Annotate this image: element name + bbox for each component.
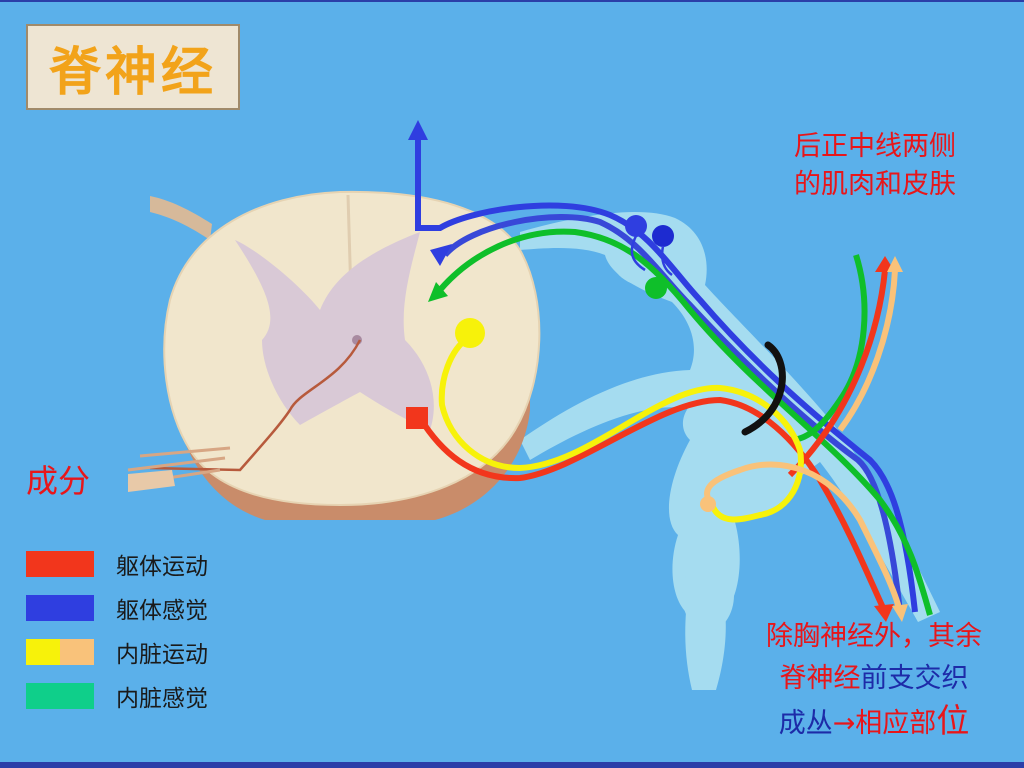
visceral-motor-postganglionic <box>704 461 903 613</box>
arrow-head-left-blue <box>430 244 452 266</box>
title-box: 脊神经 <box>26 24 240 110</box>
postganglionic-soma <box>700 496 716 512</box>
somatic-sensory-fibre-2 <box>442 214 903 613</box>
arrow-head-left-green <box>428 282 448 302</box>
components-label: 成分 <box>26 462 91 500</box>
visceral-motor-soma <box>455 318 485 348</box>
note-text-blue: 前支交织 <box>860 663 969 694</box>
legend-label: 躯体运动 <box>116 554 208 580</box>
anterior-branch-note-line-3: 成丛→相应部位 <box>728 700 1020 745</box>
visceral-sensory-fibre <box>437 228 933 616</box>
legend-item-visceral-motor: 内脏运动 <box>26 630 208 674</box>
arrow-head-up-orange <box>887 256 903 272</box>
nerve-sheath <box>520 212 940 690</box>
legend-swatch <box>26 683 94 709</box>
posterior-branch-note-line-1: 后正中线两侧 <box>794 131 956 162</box>
posterior-branch-note-line-2: 的肌肉和皮肤 <box>794 169 956 200</box>
internal-neuron-fibre <box>149 339 362 472</box>
arrow-head-down-red <box>874 604 894 622</box>
arrow-head-up <box>408 120 428 140</box>
bracket-marker <box>741 341 786 436</box>
legend-swatch <box>26 551 94 577</box>
slide-title: 脊神经 <box>48 41 217 103</box>
visceral-sensory-branch <box>789 254 868 443</box>
legend-item-somatic-sensory: 躯体感觉 <box>26 586 208 630</box>
legend-item-somatic-motor: 躯体运动 <box>26 542 208 586</box>
note-text-red: 脊神经 <box>779 663 861 694</box>
sensory-soma-2 <box>652 225 674 247</box>
sensory-soma-1 <box>625 215 647 237</box>
motor-neuron-soma <box>406 407 428 429</box>
legend-swatch <box>26 639 94 665</box>
somatic-sensory-fibre-1 <box>415 140 918 613</box>
legend-item-visceral-sensory: 内脏感觉 <box>26 674 208 718</box>
sympathetic-ganglion <box>682 559 734 631</box>
visceral-motor-branch <box>837 269 898 432</box>
anterior-branch-note: 除胸神经外，其余 脊神经前支交织 成丛→相应部位 <box>728 616 1020 745</box>
legend-label: 内脏运动 <box>116 642 208 668</box>
sensory-soma-3 <box>645 277 667 299</box>
visceral-motor-fibre <box>438 335 804 523</box>
spinal-cord-roots-left <box>150 196 212 240</box>
anterior-branch-note-line-2: 脊神经前支交织 <box>728 658 1020 700</box>
anterior-branch-note-line-1: 除胸神经外，其余 <box>766 621 982 652</box>
note-text-big: 位 <box>936 701 970 740</box>
grey-matter <box>235 232 434 430</box>
posterior-branch-note: 后正中线两侧 的肌肉和皮肤 <box>760 128 990 204</box>
legend-label: 躯体感觉 <box>116 598 208 624</box>
arrow-head-down-orange <box>892 604 908 622</box>
soma-stalks <box>630 235 673 277</box>
legend: 躯体运动 躯体感觉 内脏运动 内脏感觉 <box>26 542 208 718</box>
legend-label: 内脏感觉 <box>116 686 208 712</box>
note-text-blue: 成丛 <box>778 708 833 739</box>
legend-swatch <box>26 595 94 621</box>
anterior-root-stub <box>128 470 175 492</box>
somatic-motor-fibre <box>417 396 888 614</box>
note-text-red: →相应部 <box>832 708 937 739</box>
